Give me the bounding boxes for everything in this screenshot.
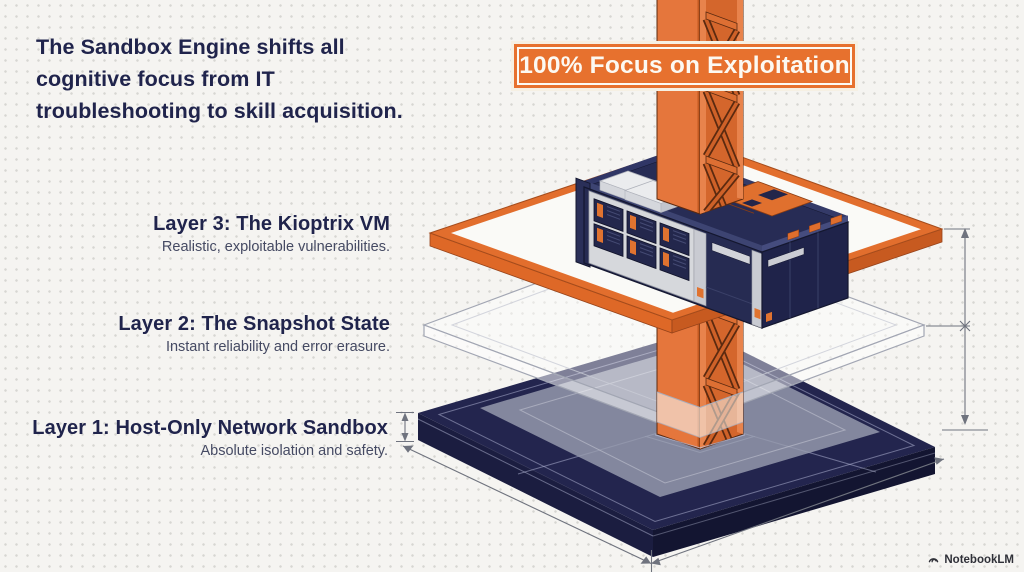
banner-label: 100% Focus on Exploitation [519, 52, 850, 79]
layer1-subtitle: Absolute isolation and safety. [200, 443, 388, 459]
layer2-glass-platform [422, 231, 926, 430]
dimension-lines [396, 228, 988, 572]
truss-column-upper [656, 0, 744, 215]
layer1-title: Layer 1: Host-Only Network Sandbox [32, 417, 388, 439]
kioptrix-server-illustration [575, 151, 850, 329]
glass-shadow [480, 343, 880, 497]
layer1-base-platform [417, 330, 936, 557]
layer3-subtitle: Realistic, exploitable vulnerabilities. [161, 239, 390, 255]
layer2-label: Layer 2: The Snapshot State Instant reli… [118, 313, 390, 355]
layer3-label: Layer 3: The Kioptrix VM Realistic, expl… [153, 213, 390, 255]
exploitation-banner: 100% Focus on Exploitation [511, 41, 858, 91]
headline-line-2: cognitive focus from IT [36, 67, 275, 91]
headline-line-3: troubleshooting to skill acquisition. [36, 99, 403, 123]
layer3-platform [428, 141, 944, 334]
layer3-title: Layer 3: The Kioptrix VM [153, 213, 390, 235]
truss-column-lower [654, 299, 746, 450]
layer2-title: Layer 2: The Snapshot State [118, 313, 390, 335]
watermark: NotebookLM [927, 553, 1014, 566]
notebooklm-swirl-icon [927, 553, 940, 566]
headline: The Sandbox Engine shifts all cognitive … [36, 31, 456, 127]
watermark-label: NotebookLM [944, 553, 1014, 566]
headline-line-1: The Sandbox Engine shifts all [36, 35, 345, 59]
layer2-subtitle: Instant reliability and error erasure. [165, 339, 390, 355]
layer1-label: Layer 1: Host-Only Network Sandbox Absol… [32, 417, 388, 459]
